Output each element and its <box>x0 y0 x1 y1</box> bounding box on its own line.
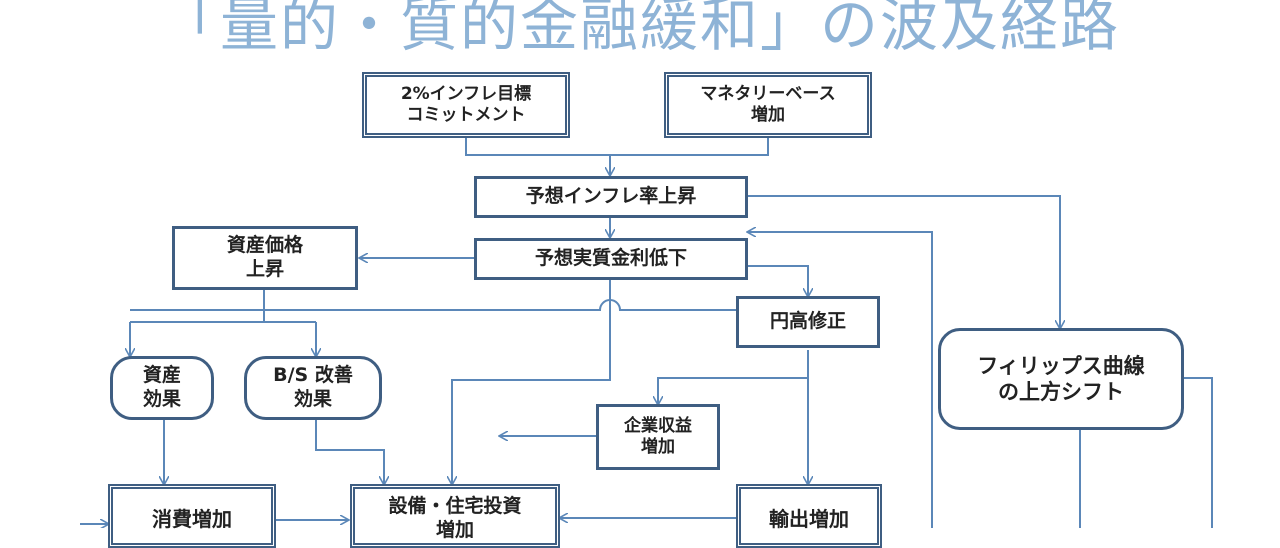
monetary-base-box: マネタリーベース 増加 <box>664 72 872 138</box>
asset-price-label: 資産価格 上昇 <box>226 234 303 280</box>
edge-target-to-inflation <box>465 137 610 175</box>
edge-rate-to-investment <box>452 280 611 484</box>
edge-yen-to-profit <box>658 350 809 404</box>
corporate-profit-label: 企業収益 増加 <box>624 415 692 457</box>
corporate-profit-box: 企業収益 増加 <box>596 404 720 470</box>
phillips-shift-box: フィリップス曲線 の上方シフト <box>938 328 1184 430</box>
edge-asset-split <box>130 290 316 323</box>
monetary-base-label: マネタリーベース 増加 <box>700 83 836 125</box>
investment-label: 設備・住宅投資 増加 <box>388 495 522 541</box>
exports-label: 輸出増加 <box>769 507 849 531</box>
phillips-shift-label: フィリップス曲線 の上方シフト <box>977 353 1145 404</box>
asset-effect-box: 資産 効果 <box>110 356 214 420</box>
asset-effect-label: 資産 効果 <box>142 364 181 410</box>
diagram-title: 「量的・質的金融緩和」の波及経路 <box>159 0 1120 59</box>
edge-base-to-inflation <box>610 137 769 156</box>
edge-bseffect-to-investment <box>315 420 384 484</box>
yen-correction-label: 円高修正 <box>769 310 846 333</box>
exports-box: 輸出増加 <box>736 484 882 548</box>
edges <box>80 137 1213 528</box>
bs-effect-label: B/S 改善 効果 <box>273 364 353 410</box>
yen-correction-box: 円高修正 <box>736 296 880 348</box>
inflation-target-box: 2%インフレ目標 コミットメント <box>362 72 570 138</box>
expected-real-rate-box: 予想実質金利低下 <box>474 238 748 280</box>
expected-inflation-box: 予想インフレ率上昇 <box>474 176 748 218</box>
consumption-label: 消費増加 <box>152 507 232 531</box>
consumption-box: 消費増加 <box>108 484 276 548</box>
edge-inflation-to-phillips <box>748 195 1060 328</box>
edge-rate-to-yen <box>748 265 808 296</box>
edge-yen-bridge <box>130 299 736 311</box>
edge-phillips-right <box>1184 377 1213 528</box>
bs-effect-box: B/S 改善 効果 <box>244 356 382 420</box>
expected-inflation-label: 予想インフレ率上昇 <box>525 185 697 208</box>
edge-feedback-to-inflation <box>748 232 933 528</box>
inflation-target-label: 2%インフレ目標 コミットメント <box>400 83 532 125</box>
expected-real-rate-label: 予想実質金利低下 <box>534 247 687 270</box>
asset-price-box: 資産価格 上昇 <box>172 226 358 290</box>
investment-box: 設備・住宅投資 増加 <box>350 484 560 548</box>
